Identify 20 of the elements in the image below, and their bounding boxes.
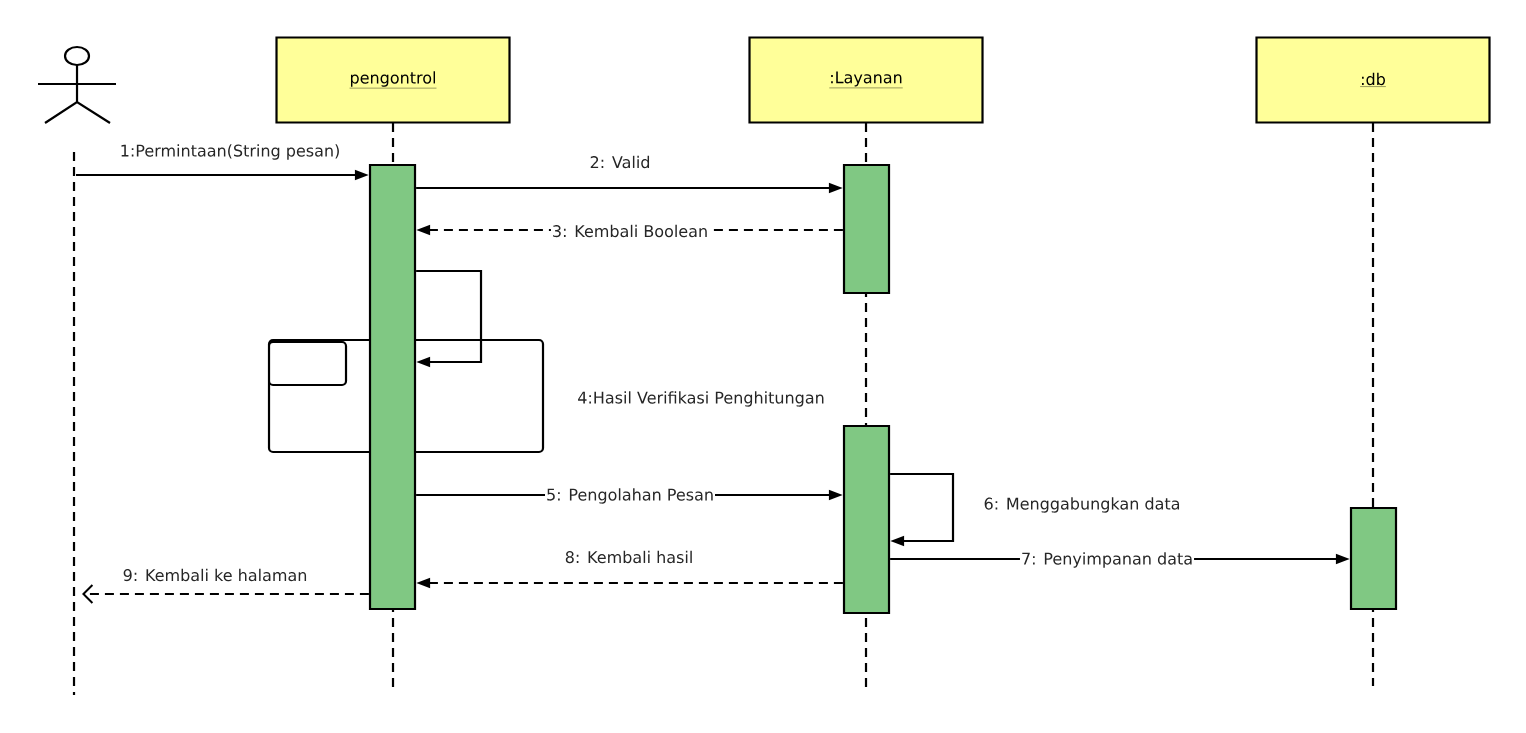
activation-bar (1349, 506, 1398, 611)
lifeline-header: pengontrol (275, 36, 511, 124)
lifeline-header: :Layanan (748, 36, 984, 124)
actor-figure (36, 45, 118, 125)
message-arrow (82, 584, 369, 604)
edge-label: 1:Permintaan(String pesan) (121, 144, 339, 160)
message-arrow (890, 472, 955, 547)
activation-bar (368, 163, 417, 611)
message-label: 4:Hasil Verifikasi Penghitungan (578, 391, 824, 407)
edge-label: 8: Kembali hasil (565, 550, 692, 564)
edge-label: 6: Menggabungkan data (984, 497, 1180, 513)
edge-label: 7: Penyimpanan data (1019, 551, 1195, 569)
edge-label: 3: Kembali Boolean (550, 223, 710, 239)
lifeline-header: :db (1255, 36, 1491, 124)
activation-bar (842, 424, 891, 615)
message-arrow (416, 269, 483, 368)
edge-label: 9: Kembali ke halaman (123, 568, 307, 582)
edge-label: 2: Valid (590, 155, 650, 169)
activation-bar (842, 163, 891, 295)
edge-label: 5: Pengolahan Pesan (545, 487, 715, 505)
